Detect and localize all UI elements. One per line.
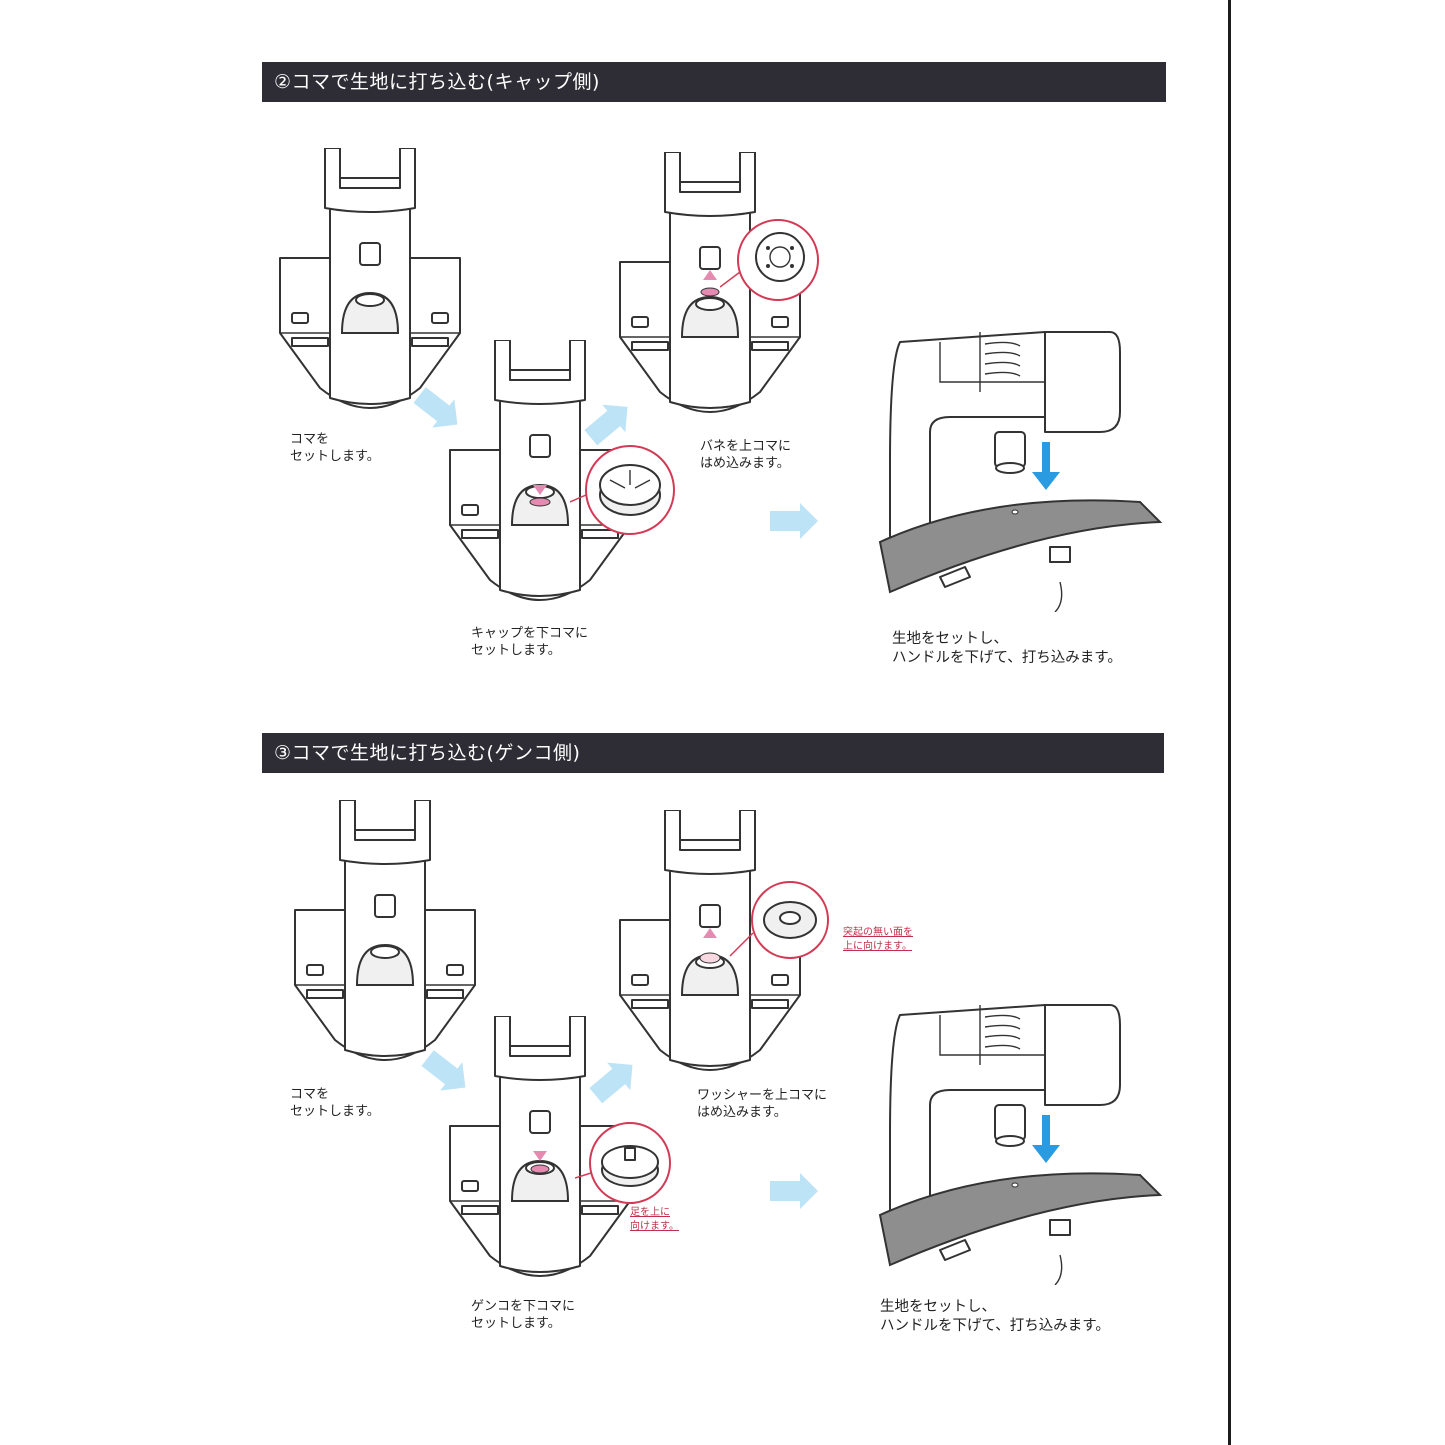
step4-side-press-illustration [879,331,1161,612]
step3-caption: バネを上コマに はめ込みます。 [700,439,792,471]
press-down-arrow-icon [1032,1115,1060,1163]
washer-part-callout [729,881,829,959]
pink-arrow-icon [703,270,717,280]
pink-arrow-icon [533,1151,547,1161]
genko-note: 足を上に 向けます。 [630,1207,679,1232]
step1-caption: コマを セットします。 [290,432,380,464]
press-down-arrow-icon [1032,442,1060,490]
genko-part-callout [575,1122,671,1204]
step-arrow-icon [770,503,818,539]
washer-note: 突起の無い面を 上に向けます。 [843,927,913,952]
step3-press-illustration [619,810,801,1071]
step3-press-illustration [619,152,801,413]
step4-caption: 生地をセットし、 ハンドルを下げて、打ち込みます。 [892,631,1122,666]
page-edge-line [1228,0,1231,1445]
step2-caption: ゲンコを下コマに セットします。 [471,1299,576,1331]
pink-arrow-icon [703,928,717,938]
step2-press-illustration [449,340,631,601]
step4-side-press-illustration [879,1004,1161,1285]
step3-caption: ワッシャーを上コマに はめ込みます。 [697,1088,828,1120]
step-arrow-icon [770,1173,818,1209]
step2-press-illustration [449,1016,631,1277]
section-header-cap: ②コマで生地に打ち込む(キャップ側) [262,62,1166,102]
step1-caption: コマを セットします。 [290,1087,380,1119]
pink-arrow-icon [533,485,547,495]
step2-caption: キャップを下コマに セットします。 [471,626,589,658]
spring-part-callout [720,219,819,301]
cap-part-callout [570,445,675,535]
step4-caption: 生地をセットし、 ハンドルを下げて、打ち込みます。 [880,1299,1110,1334]
section-header-genko: ③コマで生地に打ち込む(ゲンコ側) [262,733,1164,773]
